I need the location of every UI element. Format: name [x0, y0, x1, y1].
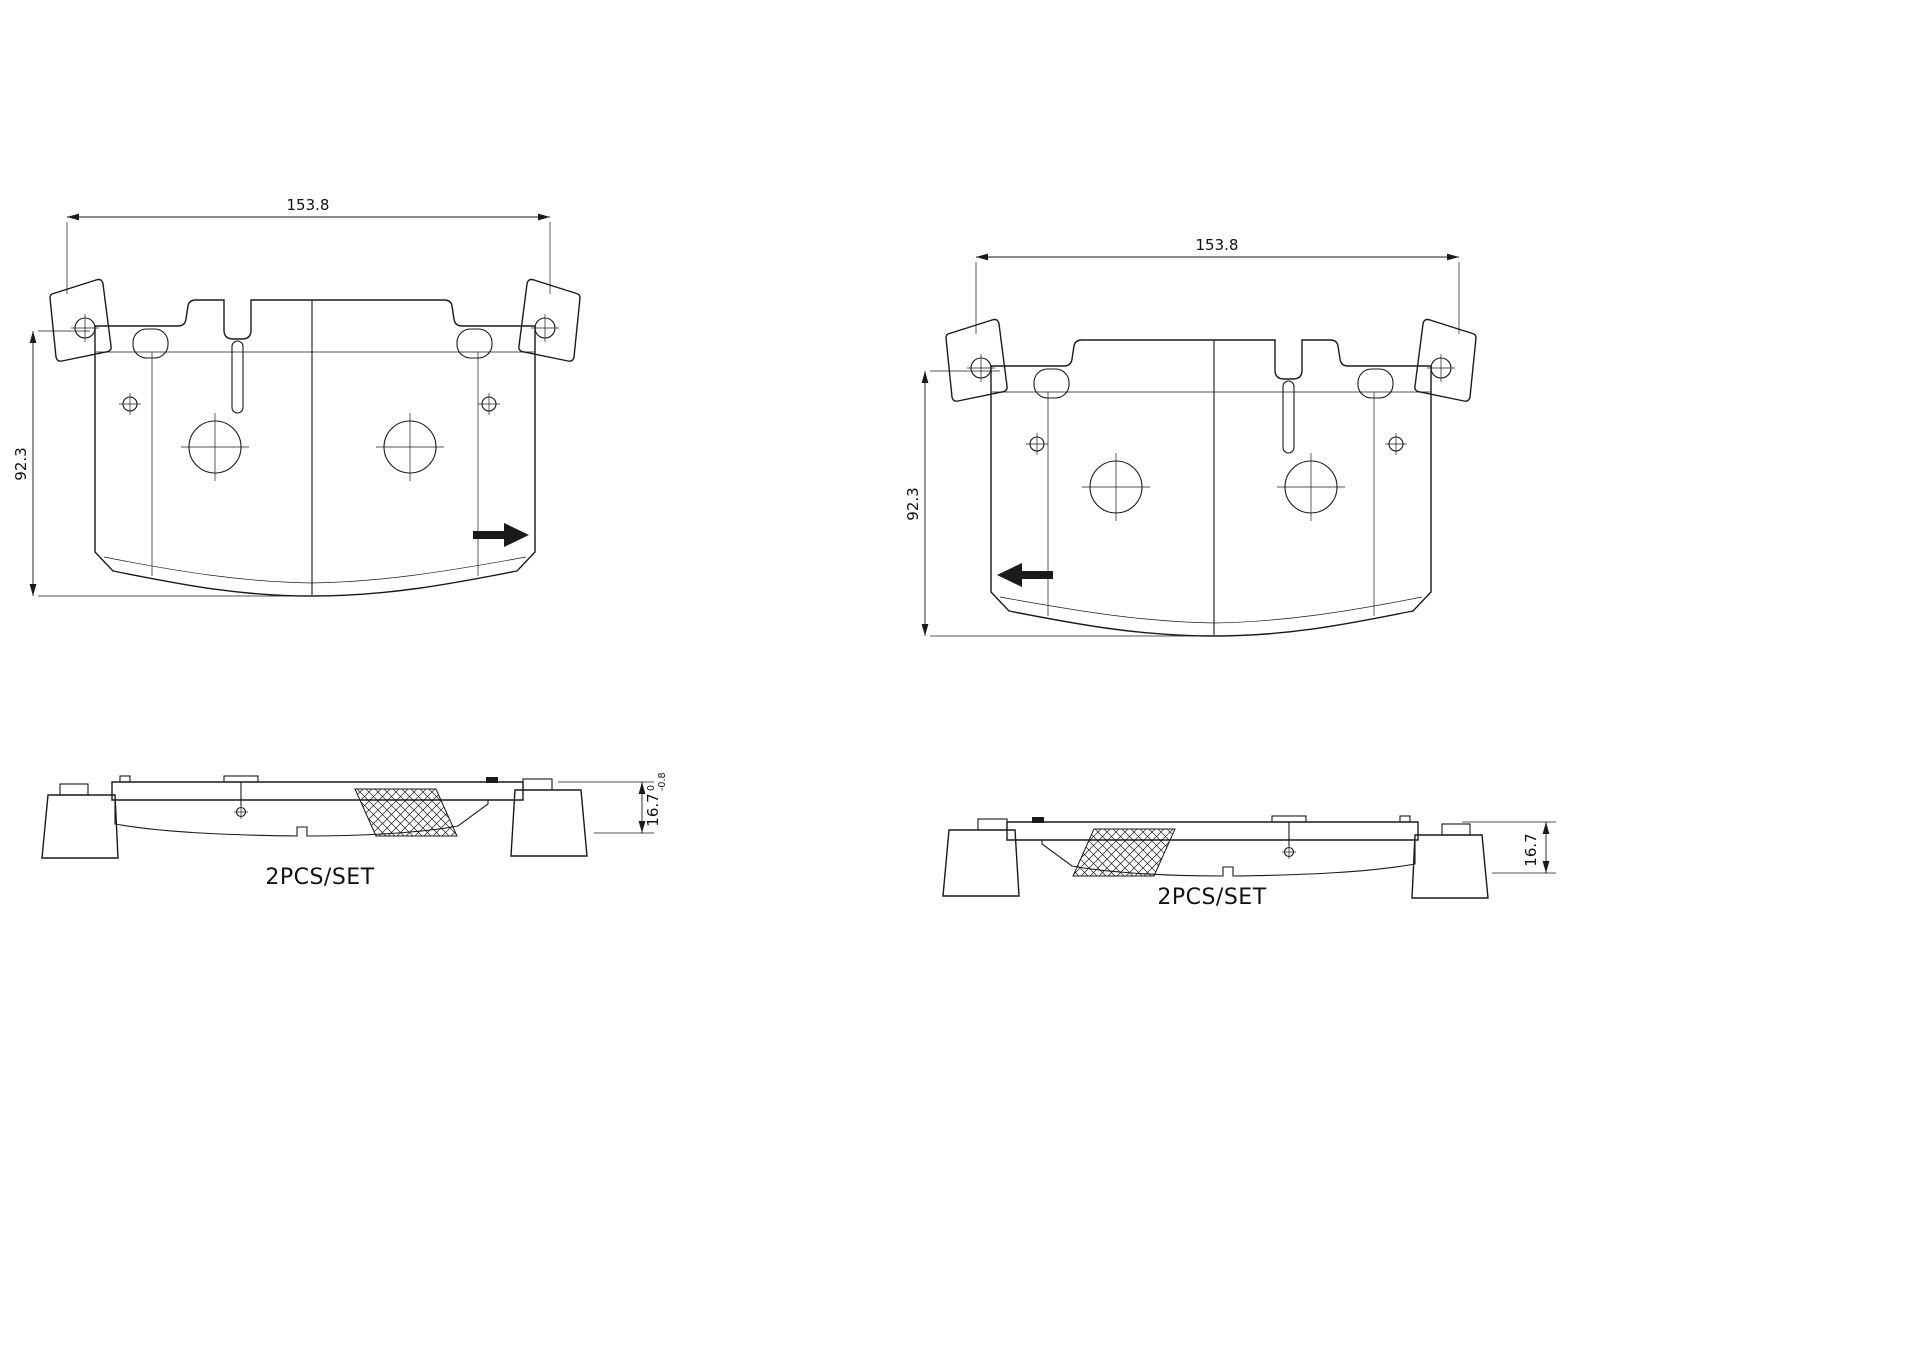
front-left-height-dimension: 92.3 — [12, 330, 315, 597]
side-right-thickness-dimension: 16.7 — [1462, 821, 1556, 874]
front-view-left: 153.8 92.3 — [12, 196, 581, 597]
width-dim-label: 153.8 — [1196, 236, 1239, 254]
front-right-width-dimension: 153.8 — [975, 236, 1460, 334]
height-dim-label: 92.3 — [12, 447, 30, 480]
side-left-thickness-dimension: 16.7 0 -0.8 — [558, 772, 668, 834]
set-quantity-label: 2PCS/SET — [265, 865, 374, 890]
thickness-dim-label: 16.7 — [644, 793, 662, 826]
front-left-width-dimension: 153.8 — [66, 196, 551, 294]
side-view-right: 16.7 2PCS/SET — [942, 815, 1556, 910]
front-right-pad — [945, 318, 1477, 637]
thickness-tolerance-lower: -0.8 — [657, 772, 668, 791]
height-dim-label: 92.3 — [904, 487, 922, 520]
front-left-pad — [49, 278, 581, 597]
side-left-pad — [41, 775, 588, 859]
front-right-height-dimension: 92.3 — [904, 370, 1218, 637]
width-dim-label: 153.8 — [287, 196, 330, 214]
front-view-right: 153.8 92.3 — [904, 236, 1477, 637]
thickness-dim-label: 16.7 — [1522, 833, 1540, 866]
thickness-tolerance-upper: 0 — [646, 785, 657, 791]
side-view-left: 16.7 0 -0.8 2PCS/SET — [41, 772, 668, 890]
set-quantity-label: 2PCS/SET — [1157, 885, 1266, 910]
